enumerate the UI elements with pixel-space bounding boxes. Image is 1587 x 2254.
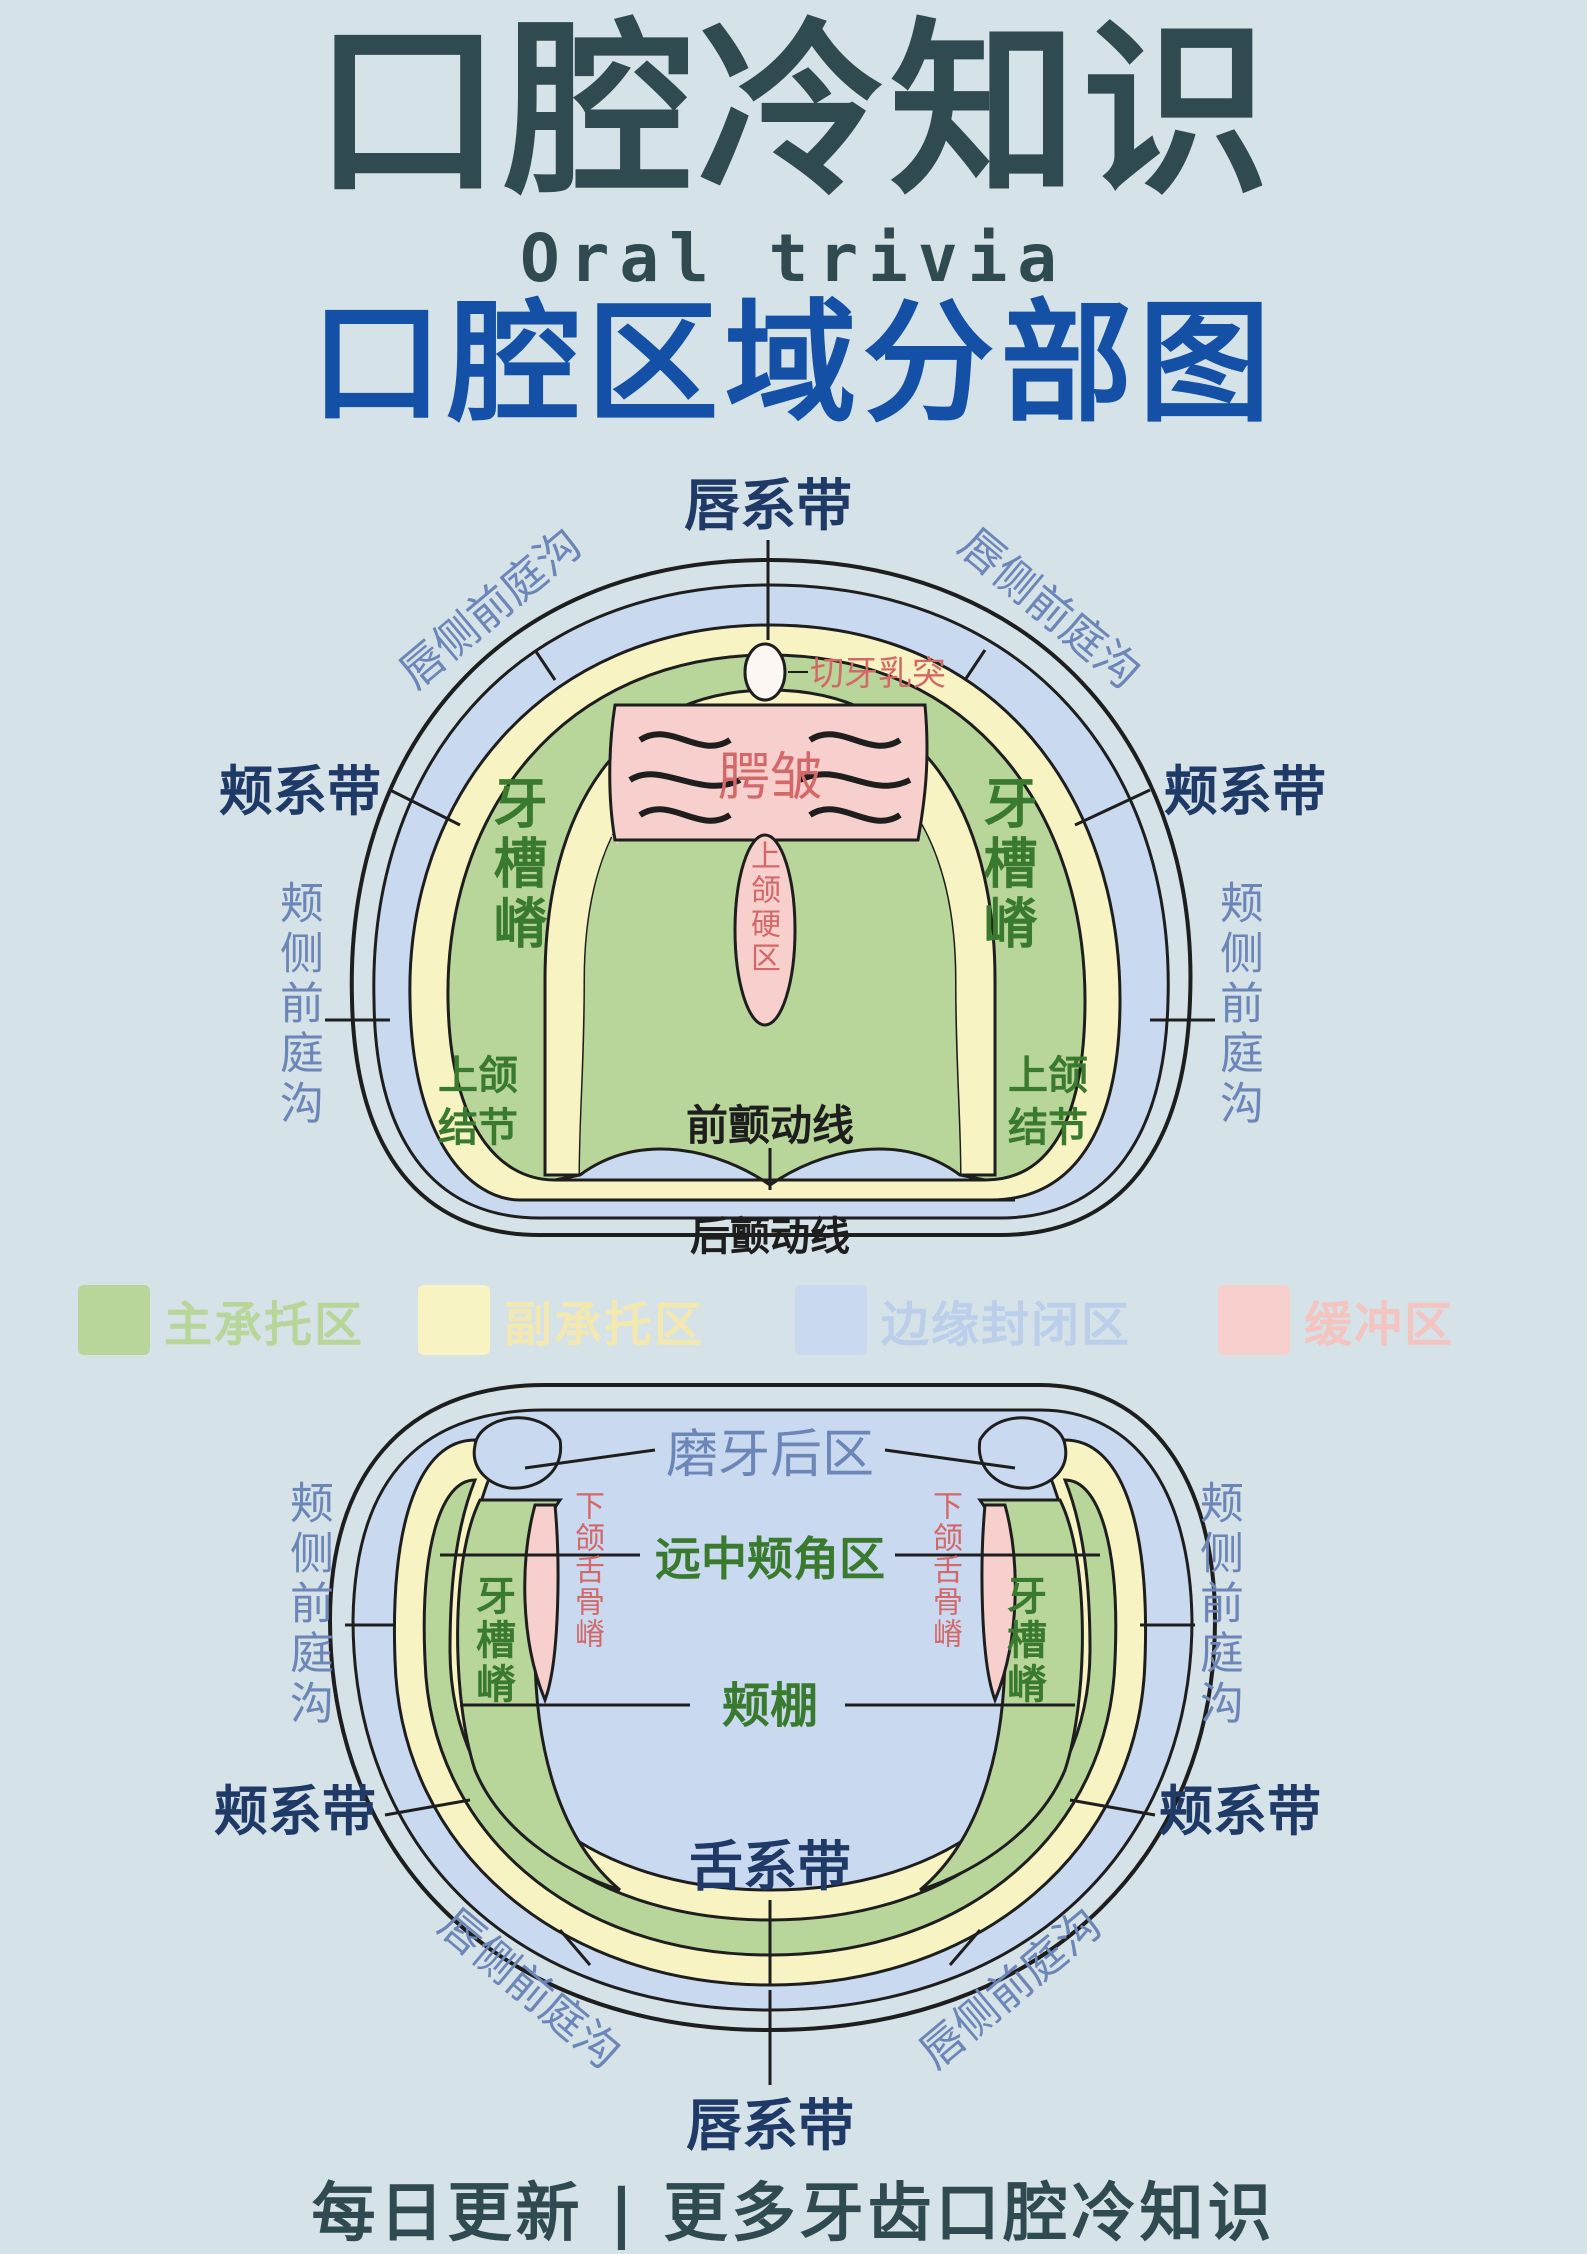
legend-swatch: [418, 1285, 490, 1355]
rugae-wave-3: [638, 806, 732, 824]
hard-area-shape: [733, 833, 797, 1027]
leader-2: [963, 649, 987, 681]
legend-swatch: [78, 1285, 150, 1355]
upper-buccal-frenum-right-label: 颊系带: [1164, 760, 1326, 823]
maxillary-tuberosity-right-label: 上颌结节: [1008, 1053, 1088, 1151]
color-legend: 主承托区 副承托区 边缘封闭区 缓冲区: [0, 1282, 1587, 1362]
rugae-wave-2: [628, 771, 742, 789]
lower-leader-9: [384, 1798, 471, 1817]
maxillary-tuberosity-left-label: 上颌结节: [438, 1053, 518, 1151]
mylohyoid-ridge-right-label: 下颌舌骨嵴: [927, 1490, 962, 1650]
lower-buccal-frenum-right-label: 颊系带: [1159, 1780, 1321, 1843]
upper-buccal-vestibule-right-label: 颊侧前庭沟: [1212, 880, 1263, 1130]
legend-item-relief: 缓冲区: [1218, 1282, 1454, 1358]
upper-buccal-vestibule-left-label: 颊侧前庭沟: [272, 880, 323, 1130]
upper-jaw-diagram: 唇系带 唇侧前庭沟 唇侧前庭沟 颊系带 颊系带 切牙乳突 腭皱 前颤动线 后颤动…: [219, 474, 1326, 1260]
lower-buccal-vestibule-right-label: 颊侧前庭沟: [1192, 1480, 1243, 1730]
lower-leader-1: [524, 1448, 656, 1470]
rugae-wave-5: [798, 771, 912, 789]
retromolar-pad-left: [472, 1416, 563, 1490]
lower-leader-2: [884, 1448, 1016, 1470]
upper-labial-frenum-label: 唇系带: [684, 474, 852, 539]
legend-item-primary-support: 主承托区: [78, 1282, 364, 1358]
incisive-papilla-shape: [743, 642, 787, 702]
distolingual-area-label: 远中颊角区: [655, 1532, 885, 1586]
legend-swatch: [1218, 1285, 1290, 1355]
legend-item-secondary-support: 副承托区: [418, 1282, 704, 1358]
lower-leader-11: [558, 1929, 592, 1966]
lower-labial-frenum-label: 唇系带: [686, 2094, 854, 2159]
upper-alveolar-ridge-right-label: 牙槽嵴: [974, 775, 1037, 955]
leader-3: [389, 788, 461, 827]
retromolar-pad-right: [977, 1416, 1068, 1490]
english-subtitle: Oral trivia: [519, 220, 1068, 297]
rugae-wave-4: [808, 731, 902, 749]
upper-buccal-frenum-left-label: 颊系带: [219, 760, 381, 823]
legend-label: 副承托区: [504, 1297, 705, 1353]
leader-4: [1074, 788, 1151, 827]
retromolar-pad-label: 磨牙后区: [666, 1425, 874, 1485]
leader-1: [533, 649, 557, 681]
posterior-vibrating-line-label: 后颤动线: [690, 1214, 850, 1260]
lower-alveolar-ridge-left-label: 牙槽嵴: [469, 1575, 515, 1707]
footer-text: 每日更新 | 更多牙齿口腔冷知识: [311, 2177, 1276, 2251]
diagram-subtitle: 口腔区域分部图: [310, 287, 1277, 441]
page-title: 口腔冷知识: [313, 2, 1274, 221]
lower-leader-12: [948, 1929, 982, 1966]
rugae-wave-6: [808, 806, 902, 824]
lingual-frenum-label: 舌系带: [689, 1835, 851, 1898]
legend-label: 边缘封闭区: [881, 1297, 1132, 1353]
lower-buccal-vestibule-left-label: 颊侧前庭沟: [282, 1480, 333, 1730]
incisive-papilla-label: 切牙乳突: [810, 654, 946, 694]
legend-label: 主承托区: [164, 1297, 365, 1353]
legend-swatch: [795, 1285, 867, 1355]
rugae-wave-1: [638, 731, 732, 749]
lower-alveolar-ridge-right-label: 牙槽嵴: [1000, 1575, 1046, 1707]
upper-posterior-seal: [554, 1147, 986, 1187]
legend-label: 缓冲区: [1304, 1297, 1455, 1353]
legend-item-border-seal: 边缘封闭区: [795, 1282, 1131, 1358]
mylohyoid-ridge-left-label: 下颌舌骨嵴: [569, 1490, 604, 1650]
palatal-rugae-label: 腭皱: [718, 748, 822, 808]
lower-jaw-diagram: 磨牙后区 远中颊角区 颊棚 颊系带 颊系带 舌系带 唇侧前庭沟 唇侧前庭沟 唇系…: [214, 1383, 1321, 2159]
anterior-vibrating-line-label: 前颤动线: [686, 1101, 854, 1150]
buccal-shelf-label: 颊棚: [722, 1678, 818, 1734]
upper-alveolar-ridge-left-label: 牙槽嵴: [484, 775, 547, 955]
maxillary-hard-area-label: 上颌硬区: [745, 840, 780, 976]
lower-buccal-frenum-left-label: 颊系带: [214, 1780, 376, 1843]
lower-leader-10: [1069, 1798, 1156, 1817]
